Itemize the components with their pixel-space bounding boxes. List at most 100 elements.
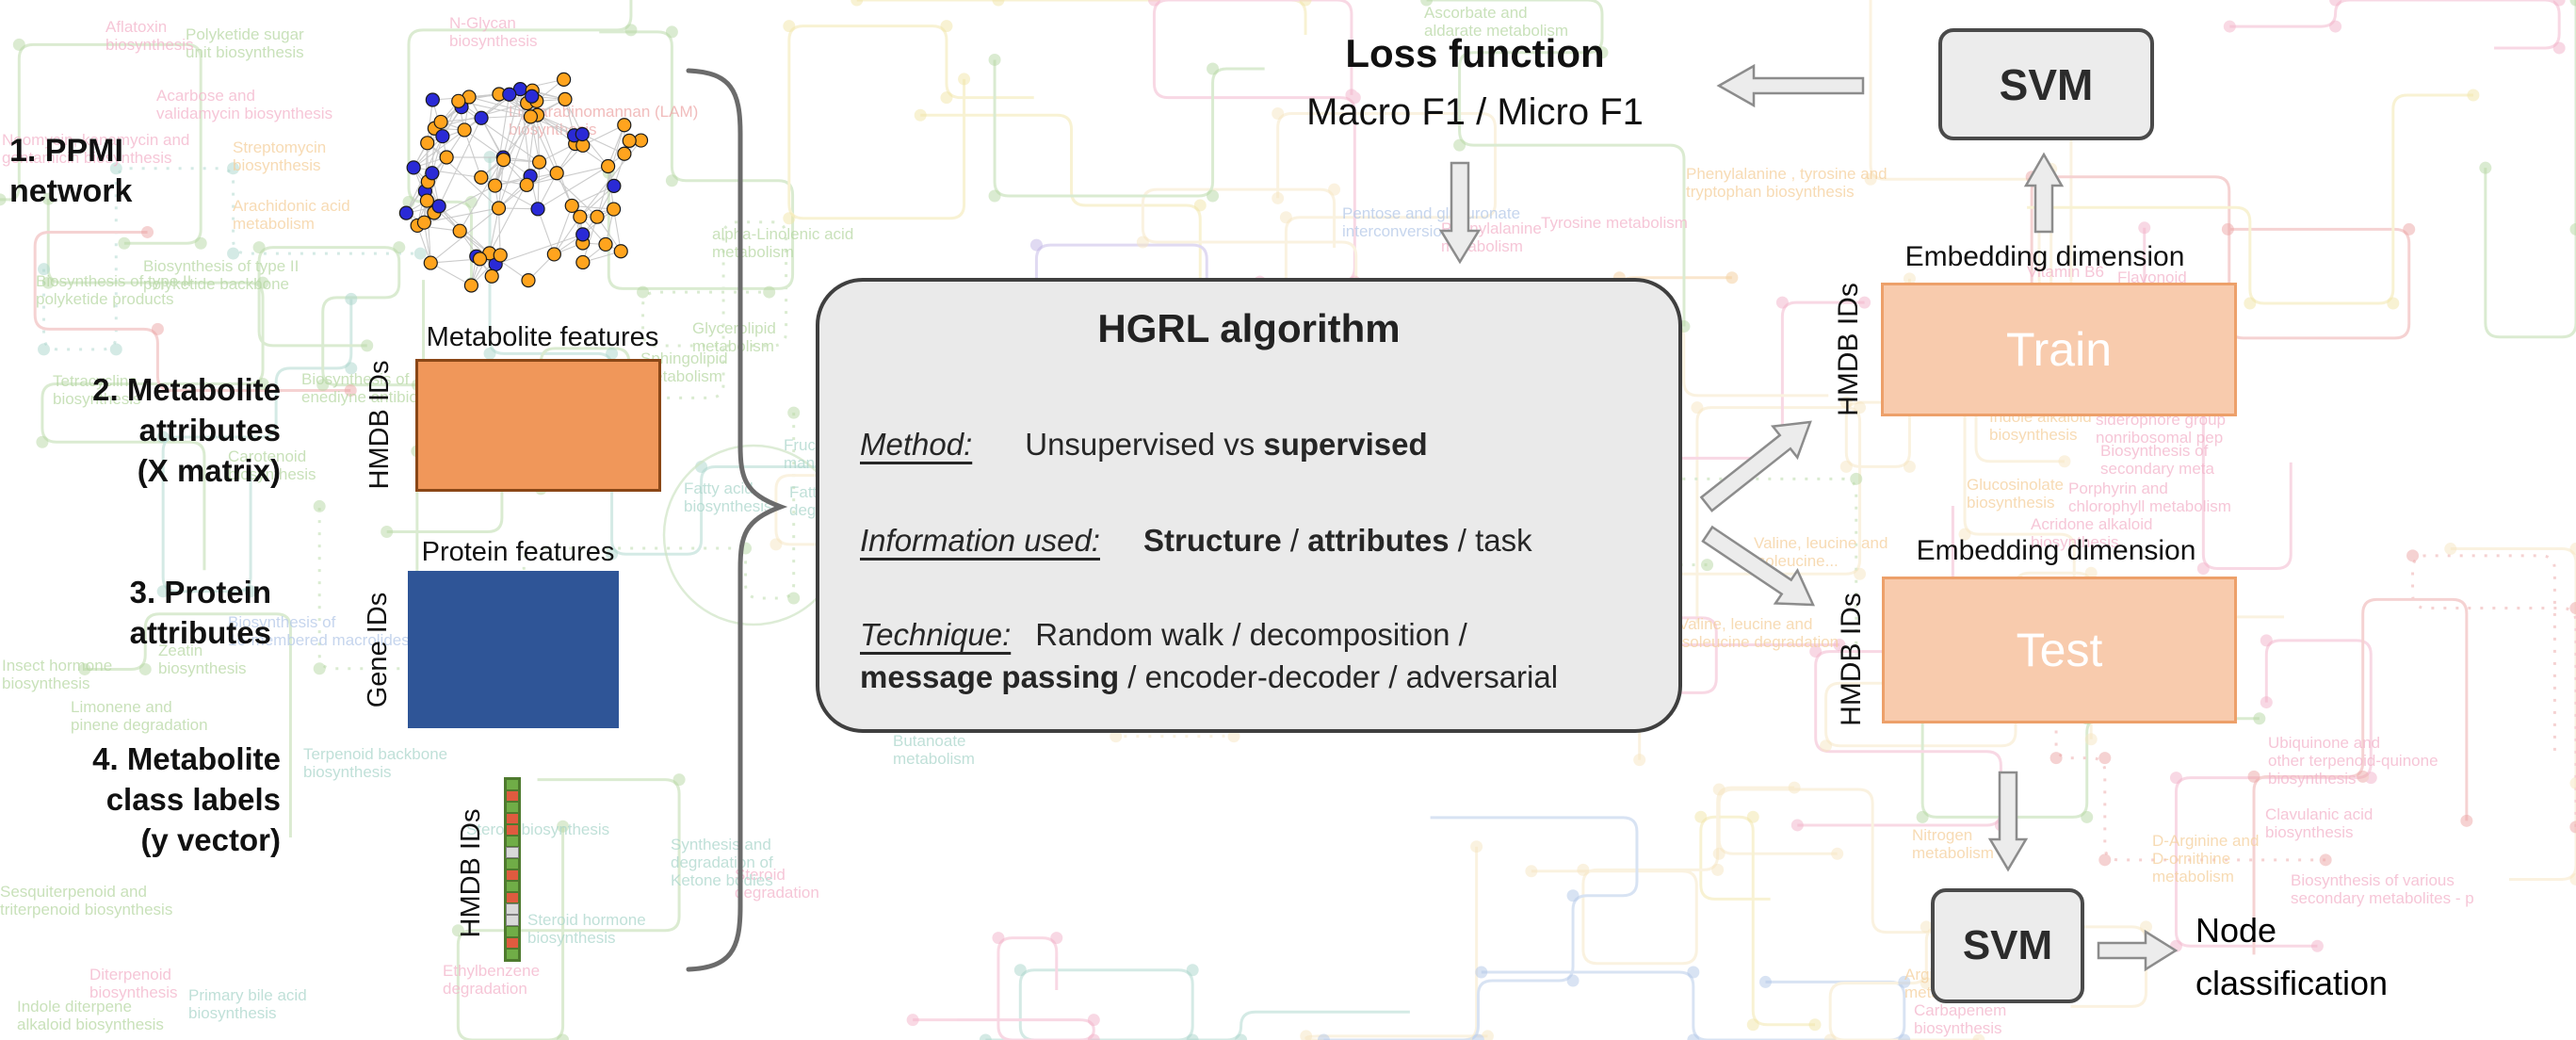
class-cell-red	[506, 869, 519, 881]
metabolite-node	[613, 244, 628, 259]
metabolite-node	[521, 273, 536, 288]
metabolite-node	[451, 93, 466, 108]
metabolite-node	[617, 118, 632, 133]
protein-node	[425, 166, 440, 181]
metabolite-node	[617, 146, 632, 161]
metabolite-matrix-caption: Metabolite features	[426, 322, 659, 352]
metabolite-feature-matrix	[415, 359, 661, 492]
class-vector-row-label: HMDB IDs	[456, 808, 486, 938]
metabolite-node	[452, 223, 467, 238]
hgrl-row-technique: Technique:Random walk / decomposition /m…	[860, 617, 1559, 694]
svm-box-bottom: SVM	[1931, 888, 2084, 1003]
metabolite-node	[573, 209, 588, 224]
class-cell-red	[506, 790, 519, 802]
protein-node	[607, 178, 622, 194]
metabolite-node	[423, 255, 438, 270]
arrow-test-to-svm	[1987, 771, 2029, 872]
metabolite-node	[474, 170, 489, 185]
metabolite-matrix-row-label: HMDB IDs	[365, 360, 395, 490]
input-1-label: 1. PPMI network	[9, 133, 133, 209]
arrow-hgrl-to-train	[1699, 420, 1812, 512]
arrow-loss-to-hgrl	[1438, 161, 1482, 265]
arrow-train-to-svm	[2023, 152, 2065, 234]
metabolite-node	[622, 133, 637, 148]
test-row-label: HMDB IDs	[1836, 593, 1867, 726]
class-cell-green	[506, 779, 519, 790]
class-cell-red	[506, 937, 519, 949]
class-cell-gray	[506, 915, 519, 926]
class-label-vector	[504, 777, 521, 962]
test-box: Test	[1882, 577, 2237, 723]
class-cell-red	[506, 824, 519, 836]
arrow-svm-to-output	[2097, 929, 2179, 972]
pathway-map-label: Tyrosine metabolism	[1541, 214, 1688, 232]
class-cell-green	[506, 858, 519, 869]
class-cell-gray	[506, 847, 519, 858]
protein-node	[575, 227, 591, 242]
class-cell-green	[506, 926, 519, 937]
curly-brace	[686, 68, 788, 972]
metabolite-node	[463, 278, 478, 293]
protein-matrix-row-label: Gene IDs	[363, 592, 393, 708]
protein-node	[525, 89, 540, 104]
pathway-map-label: Steroid biosynthesis	[466, 821, 609, 838]
metabolite-node	[564, 198, 579, 214]
metabolite-node	[546, 247, 561, 262]
arrow-hgrl-to-test	[1701, 525, 1815, 607]
metabolite-node	[419, 193, 434, 208]
metabolite-node	[601, 158, 616, 174]
protein-feature-matrix	[408, 571, 619, 728]
metabolite-node	[488, 178, 503, 193]
metabolite-node	[420, 136, 435, 151]
svm-box-top: SVM	[1938, 28, 2154, 140]
train-row-label: HMDB IDs	[1833, 283, 1864, 416]
metabolite-node	[557, 72, 572, 87]
metabolite-node	[558, 91, 573, 106]
loss-function-block: Loss function Macro F1 / Micro F1	[1287, 31, 1663, 134]
loss-function-title: Loss function	[1345, 31, 1605, 75]
protein-node	[425, 92, 440, 107]
protein-node	[406, 160, 421, 175]
metabolite-node	[493, 248, 508, 263]
metabolite-node	[532, 154, 547, 170]
hgrl-row-information: Information used:Structure / attributes …	[860, 523, 1532, 558]
metabolite-node	[590, 209, 605, 224]
hgrl-title: HGRL algorithm	[1097, 306, 1401, 350]
metabolite-node	[433, 114, 448, 130]
hgrl-algorithm-box: HGRL algorithm Method:Unsupervised vs su…	[816, 278, 1682, 733]
protein-node	[575, 126, 590, 142]
metabolite-node	[496, 153, 511, 168]
ppmi-network-graph	[398, 72, 649, 293]
metabolite-node	[472, 252, 488, 267]
metabolite-node	[491, 201, 507, 216]
metabolite-node	[457, 122, 472, 138]
protein-node	[398, 205, 413, 220]
